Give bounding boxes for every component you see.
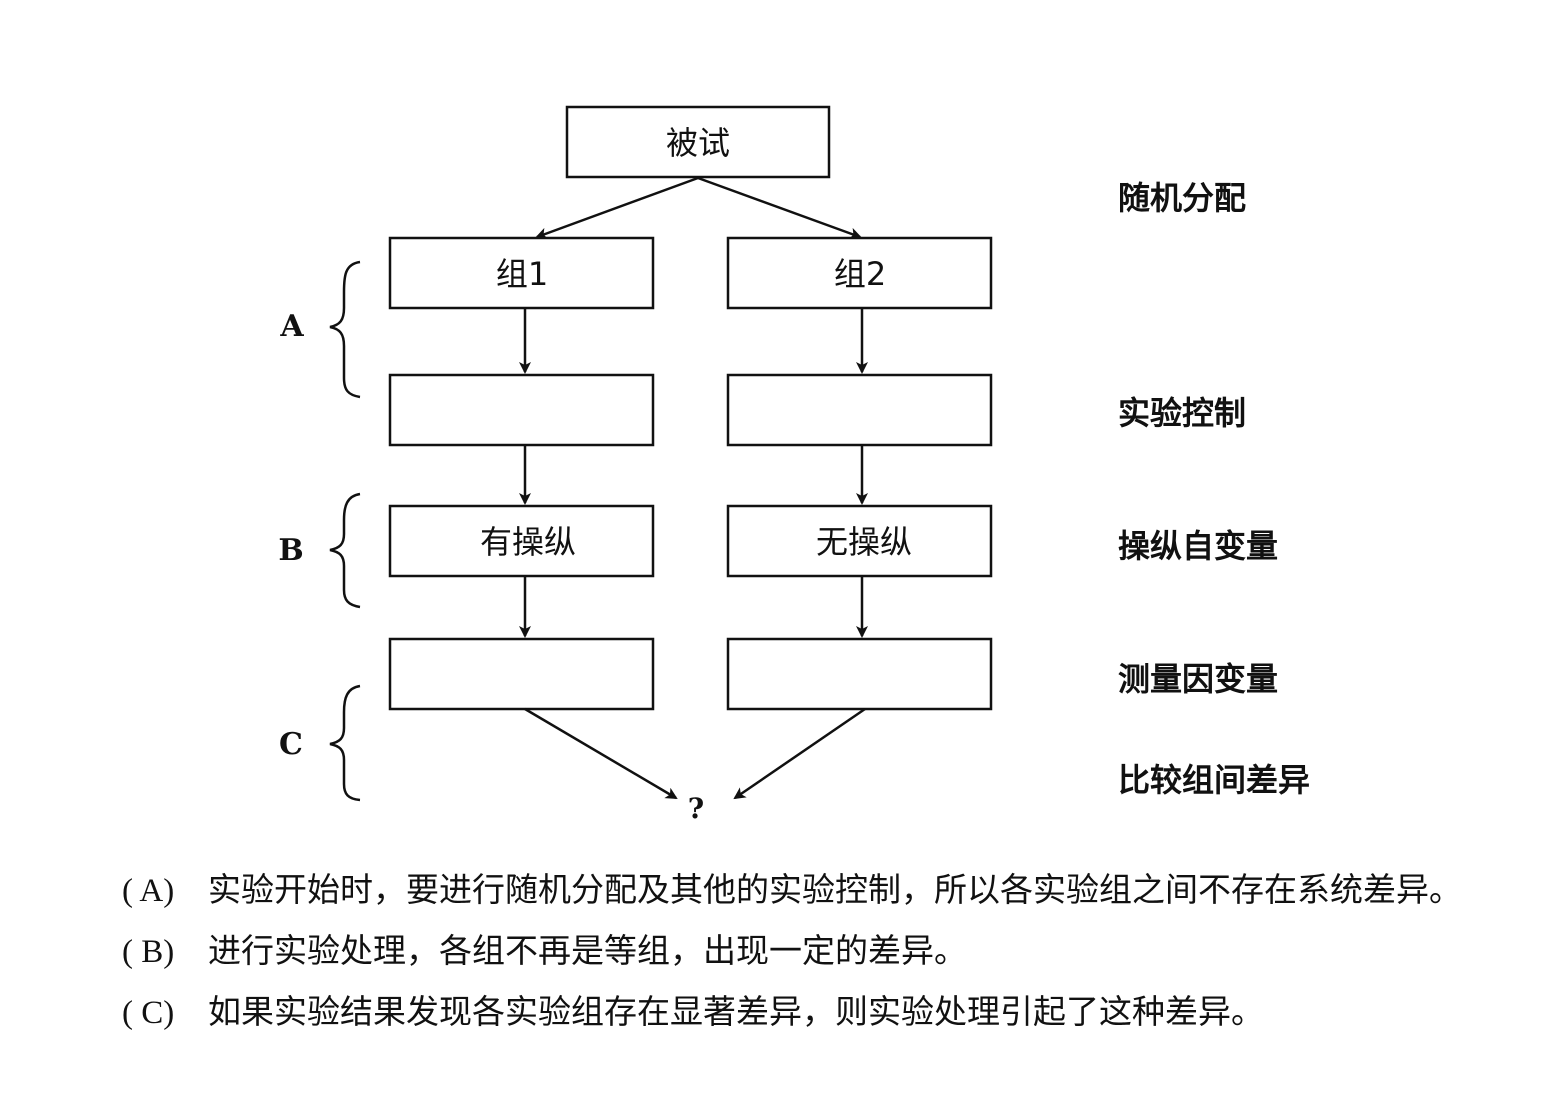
arrow-g1-to-result [524,707,678,800]
caption-c-label: ( C) [122,995,175,1031]
brace-a [329,260,361,399]
group-2-box [726,236,993,310]
caption-c: ( C) 如果实验结果发现各实验组存在显著差异，则实验处理引起了这种差异。 [122,982,1512,1043]
group-2-control-box [726,373,993,447]
caption-b-label: ( B) [122,934,175,970]
group-2-measure-box [726,637,993,711]
caption-b-text: 进行实验处理，各组不再是等组，出现一定的差异。 [208,931,967,970]
arrow-to-group-1 [535,176,699,240]
arrow-to-group-2 [697,176,862,240]
caption-a-text: 实验开始时，要进行随机分配及其他的实验控制，所以各实验组之间不存在系统差异。 [208,870,1462,909]
result-question-mark: ? [688,792,704,825]
subjects-label: 被试 [666,124,730,162]
brace-c-label: C [279,727,303,762]
group-2-treatment-label: 无操纵 [816,523,912,561]
caption-c-text: 如果实验结果发现各实验组存在显著差异，则实验处理引起了这种差异。 [208,992,1264,1031]
group-1-measure-box [388,637,655,711]
arrow-g2-to-result [733,707,866,800]
brace-b [329,492,361,609]
stage-random-assignment: 随机分配 [1118,179,1246,217]
group-1-box [388,236,655,310]
caption-a-label: ( A) [122,873,175,909]
stage-manipulate-iv: 操纵自变量 [1118,527,1278,565]
group-1-control-box [388,373,655,447]
brace-b-label: B [278,533,303,568]
stage-compare-groups: 比较组间差异 [1118,761,1310,799]
stage-experimental-control: 实验控制 [1118,394,1246,432]
group-2-treatment-box [726,504,993,578]
brace-c [329,684,361,802]
caption-b: ( B) 进行实验处理，各组不再是等组，出现一定的差异。 [122,921,1512,982]
subjects-box [565,105,831,179]
group-1-label: 组1 [496,255,548,293]
brace-a-label: A [279,309,304,344]
experiment-flow-diagram: 被试 组1 组2 有操纵 无操纵 ? A B C 随机分配 实验控制 操纵自变量… [278,105,1310,825]
caption-list: ( A) 实验开始时，要进行随机分配及其他的实验控制，所以各实验组之间不存在系统差… [122,860,1512,1043]
group-2-label: 组2 [834,255,886,293]
group-1-treatment-box [388,504,655,578]
stage-measure-dv: 测量因变量 [1118,660,1278,698]
group-1-treatment-label: 有操纵 [480,523,576,561]
caption-a: ( A) 实验开始时，要进行随机分配及其他的实验控制，所以各实验组之间不存在系统差… [122,860,1512,921]
